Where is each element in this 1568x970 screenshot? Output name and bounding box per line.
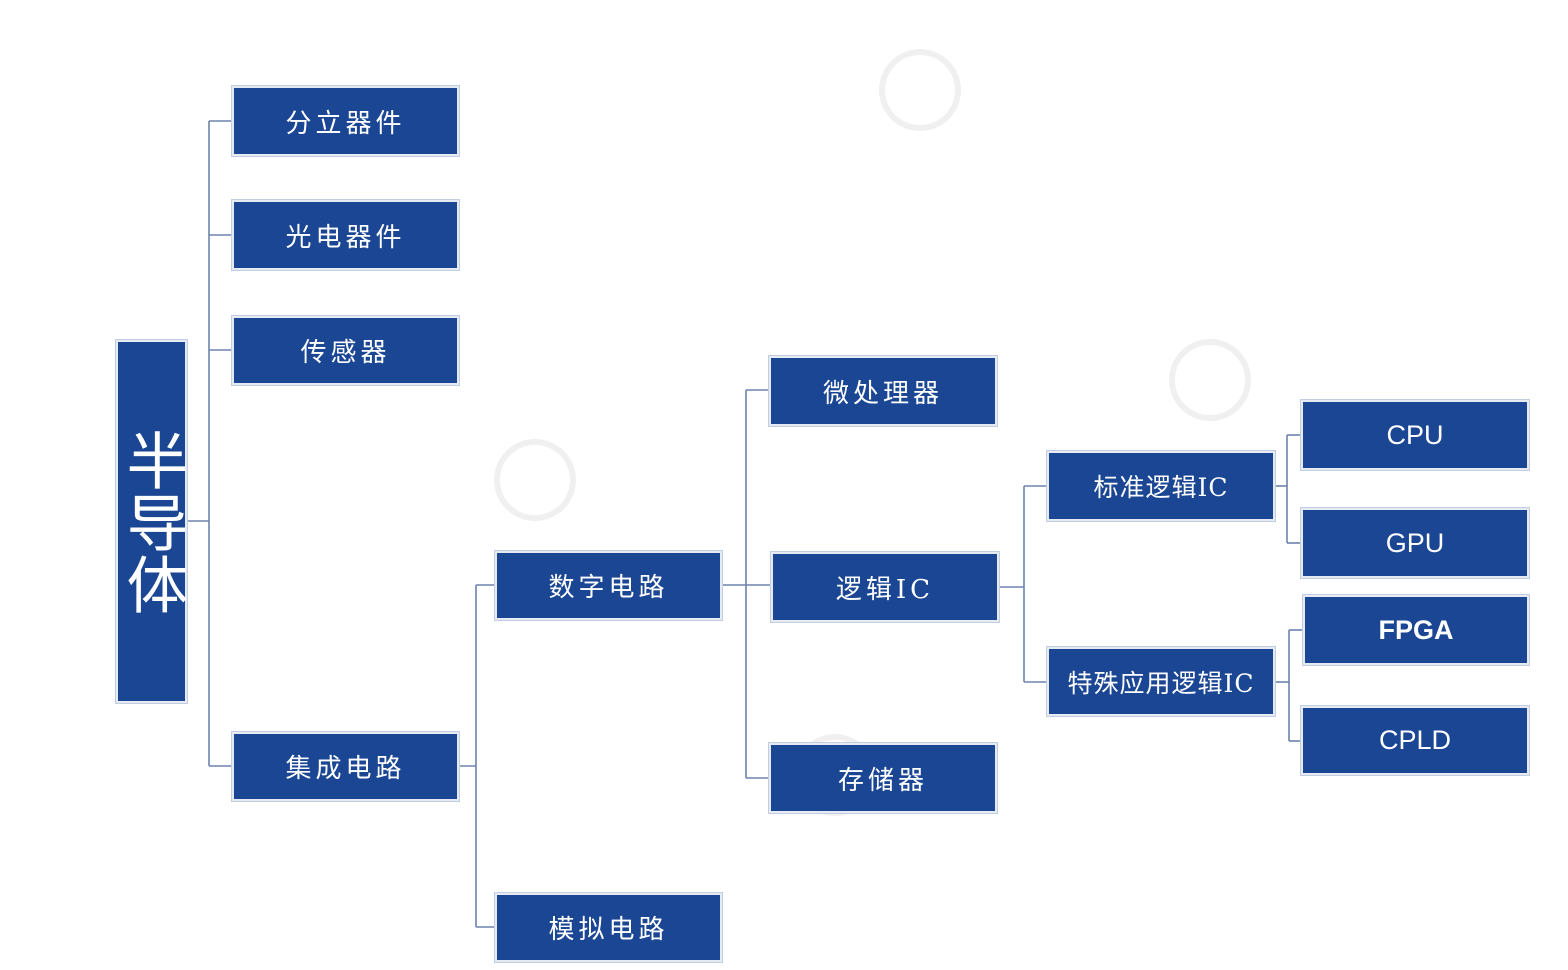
- node-analog-circuits: 模拟电路: [497, 895, 720, 960]
- node-gpu: GPU: [1303, 510, 1527, 576]
- node-memory: 存储器: [771, 745, 995, 811]
- node-microprocessor: 微处理器: [771, 358, 995, 424]
- node-fpga: FPGA: [1305, 597, 1527, 663]
- node-digital-circuits: 数字电路: [497, 553, 720, 618]
- node-semiconductor: 半导体: [116, 342, 189, 701]
- node-optoelectronic-devices: 光电器件: [234, 202, 457, 268]
- node-application-specific-logic-ic: 特殊应用逻辑IC: [1049, 649, 1273, 714]
- node-logic-ic: 逻辑IC: [773, 554, 997, 620]
- node-discrete-devices: 分立器件: [234, 88, 457, 154]
- node-cpu: CPU: [1303, 402, 1527, 468]
- node-integrated-circuits: 集成电路: [234, 734, 457, 799]
- node-cpld: CPLD: [1303, 708, 1527, 773]
- node-standard-logic-ic: 标准逻辑IC: [1049, 453, 1273, 519]
- node-sensors: 传感器: [234, 318, 457, 383]
